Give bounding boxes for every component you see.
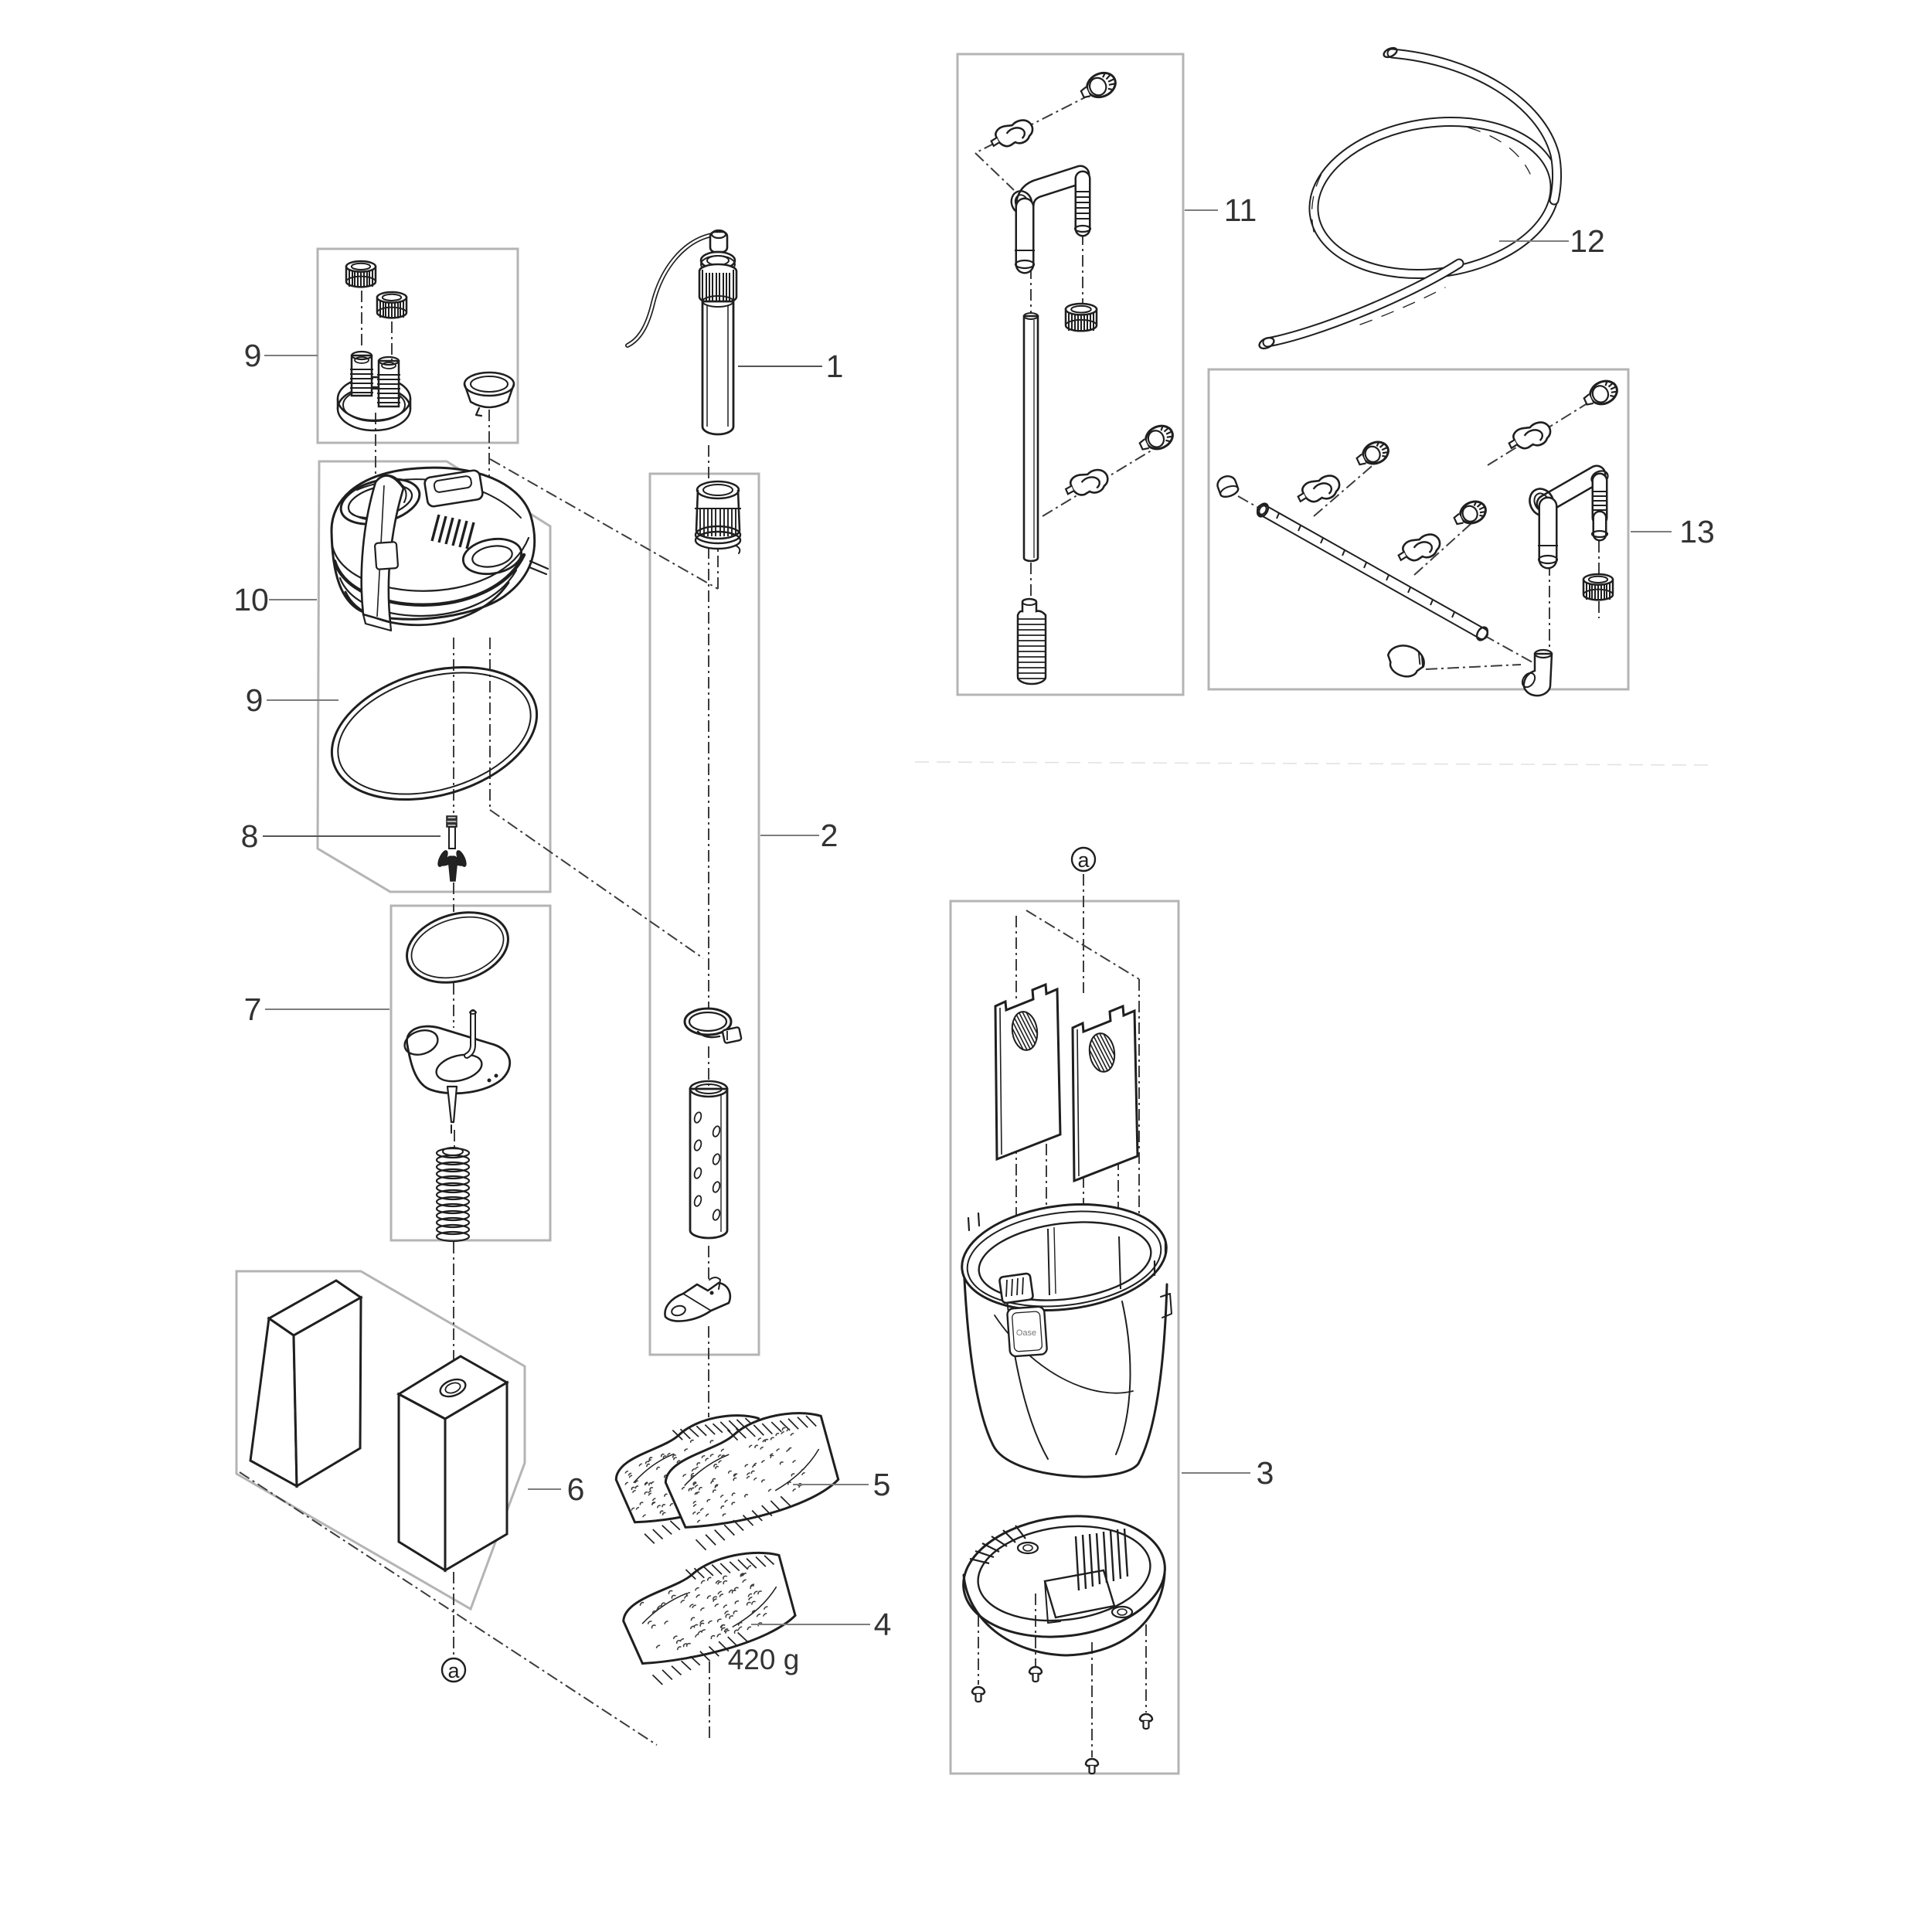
svg-text:11: 11 — [1224, 192, 1257, 228]
svg-text:7: 7 — [244, 992, 262, 1027]
svg-text:6: 6 — [567, 1471, 585, 1507]
svg-text:2: 2 — [821, 818, 838, 853]
svg-text:1: 1 — [826, 349, 844, 384]
svg-text:5: 5 — [873, 1467, 891, 1502]
svg-text:3: 3 — [1257, 1455, 1274, 1491]
svg-text:13: 13 — [1679, 514, 1715, 549]
svg-text:10: 10 — [233, 582, 269, 617]
svg-text:a: a — [447, 1659, 460, 1682]
svg-text:4: 4 — [874, 1607, 892, 1642]
svg-text:9: 9 — [244, 338, 262, 373]
svg-text:Oase: Oase — [1016, 1328, 1036, 1338]
svg-text:12: 12 — [1570, 223, 1605, 259]
svg-text:9: 9 — [246, 682, 264, 718]
svg-text:420 g: 420 g — [728, 1644, 800, 1675]
svg-text:a: a — [1077, 849, 1090, 872]
svg-text:8: 8 — [241, 818, 259, 854]
